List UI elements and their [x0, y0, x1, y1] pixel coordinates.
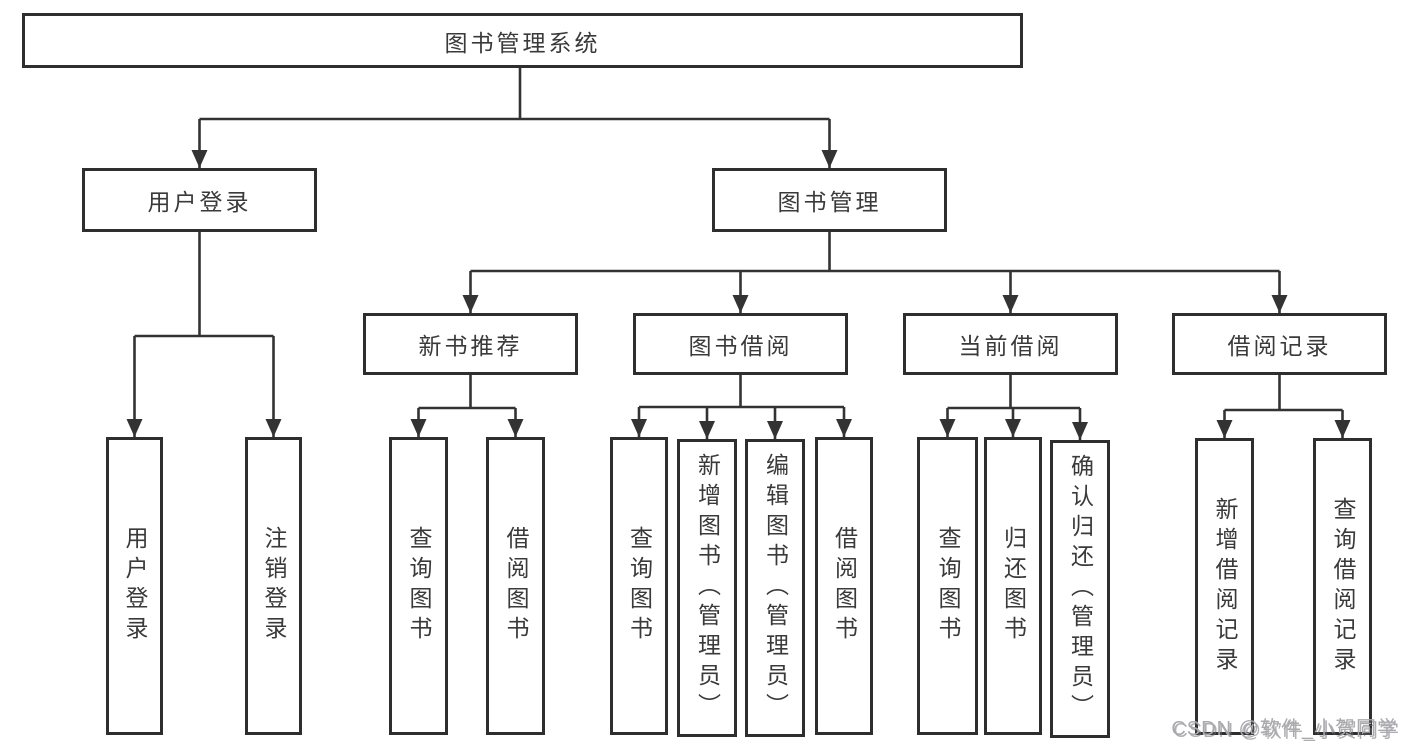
leaf-logout-label: 注销登录 — [261, 526, 287, 646]
node-book-mgmt: 图书管理 — [712, 168, 947, 232]
leaf-newbook-query: 查询图书 — [389, 437, 448, 735]
node-book-mgmt-label: 图书管理 — [777, 189, 882, 215]
node-root: 图书管理系统 — [22, 13, 1023, 68]
leaf-records-add: 新增借阅记录 — [1195, 438, 1254, 735]
leaf-newbook-borrow-label: 借阅图书 — [503, 526, 529, 646]
node-user-login: 用户登录 — [82, 168, 317, 232]
node-borrow-records-label: 借阅记录 — [1227, 333, 1332, 359]
node-root-label: 图书管理系统 — [444, 29, 601, 56]
leaf-logout: 注销登录 — [245, 437, 302, 735]
leaf-borrow-edit-label: 编辑图书（管理员） — [762, 453, 789, 723]
node-book-borrow: 图书借阅 — [633, 313, 848, 375]
leaf-borrow-add: 新增图书（管理员） — [677, 439, 737, 737]
leaf-newbook-borrow: 借阅图书 — [486, 437, 545, 735]
leaf-user-login-label: 用户登录 — [122, 526, 148, 646]
leaf-borrow-borrow-label: 借阅图书 — [831, 526, 858, 646]
node-user-login-label: 用户登录 — [147, 189, 252, 215]
leaf-borrow-query-label: 查询图书 — [626, 526, 653, 646]
csdn-watermark: CSDN @软件_小贺同学 — [1171, 718, 1398, 740]
node-current-borrow: 当前借阅 — [903, 313, 1118, 375]
leaf-current-query: 查询图书 — [917, 437, 978, 735]
leaf-records-query-label: 查询借阅记录 — [1330, 496, 1356, 677]
leaf-current-return: 归还图书 — [984, 437, 1042, 735]
leaf-records-add-label: 新增借阅记录 — [1212, 496, 1238, 677]
node-book-borrow-label: 图书借阅 — [688, 333, 793, 359]
leaf-current-query-label: 查询图书 — [935, 526, 961, 646]
node-new-book-rec-label: 新书推荐 — [418, 333, 523, 359]
leaf-borrow-edit: 编辑图书（管理员） — [745, 439, 805, 737]
node-new-book-rec: 新书推荐 — [363, 313, 578, 375]
leaf-newbook-query-label: 查询图书 — [406, 526, 432, 646]
leaf-borrow-add-label: 新增图书（管理员） — [694, 453, 721, 723]
node-borrow-records: 借阅记录 — [1172, 313, 1387, 375]
leaf-records-query: 查询借阅记录 — [1313, 438, 1372, 735]
leaf-borrow-query: 查询图书 — [610, 437, 668, 735]
leaf-user-login: 用户登录 — [106, 437, 163, 735]
leaf-borrow-borrow: 借阅图书 — [815, 437, 873, 735]
leaf-current-return-label: 归还图书 — [1000, 526, 1027, 646]
leaf-current-confirm-label: 确认归还（管理员） — [1067, 454, 1094, 724]
leaf-current-confirm: 确认归还（管理员） — [1050, 440, 1110, 738]
node-current-borrow-label: 当前借阅 — [958, 333, 1063, 359]
